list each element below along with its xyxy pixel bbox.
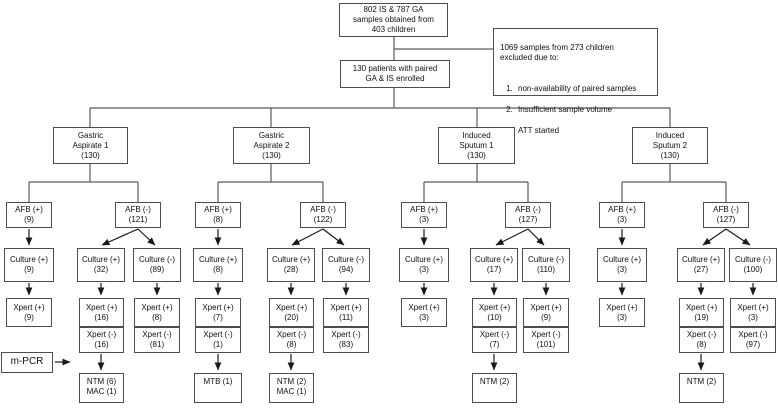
ga1-afbneg-culture-negative-box: Culture (-) (89) — [133, 248, 181, 282]
ga1-cultureneg-xpert-positive-box: Xpert (+) (8) — [134, 298, 180, 327]
ga1-afb-negative-box: AFB (-) (121) — [115, 202, 161, 228]
is1-culturepos-xpert-negative-box: Xpert (-) (7) — [472, 327, 517, 353]
is2-afbneg-culture-positive-box: Culture (+) (27) — [677, 248, 725, 282]
connector-group-ga2 — [214, 164, 350, 371]
ga2-afbpos-xpert-negative-box: Xpert (-) (1) — [195, 327, 241, 353]
ga2-ntm-mac-box: NTM (2) MAC (1) — [269, 373, 314, 403]
is1-cultureneg-xpert-negative-box: Xpert (-) (101) — [523, 327, 569, 353]
excluded-reasons-list: non-availability of paired samples Insuf… — [500, 74, 652, 147]
connector-group-top — [89, 37, 671, 127]
ga1-culturepos-xpert-positive-box: Xpert (+) (16) — [79, 298, 124, 327]
is1-culturepos-xpert-positive-box: Xpert (+) (10) — [472, 298, 517, 327]
enrolled-box: 130 patients with paired GA & IS enrolle… — [340, 60, 450, 88]
is2-title-box: Induced Sputum 2 (130) — [632, 127, 708, 164]
ga2-afb-negative-box: AFB (-) (122) — [300, 202, 346, 228]
is2-afbneg-culture-negative-box: Culture (-) (100) — [729, 248, 777, 282]
is1-afbneg-culture-positive-box: Culture (+) (17) — [470, 248, 518, 282]
ga2-afbneg-culture-negative-box: Culture (-) (94) — [322, 248, 370, 282]
is2-afb-positive-box: AFB (+) (3) — [599, 202, 645, 228]
ga1-title-box: Gastric Aspirate 1 (130) — [53, 127, 128, 164]
excluded-heading: 1069 samples from 273 children excluded … — [500, 43, 614, 62]
ga2-title-box: Gastric Aspirate 2 (130) — [233, 127, 310, 164]
is2-culturepos-xpert-positive-box: Xpert (+) (19) — [679, 298, 724, 327]
ga2-culturepos-xpert-positive-box: Xpert (+) (20) — [269, 298, 314, 327]
ga2-culturepos-xpert-negative-box: Xpert (-) (8) — [269, 327, 314, 353]
is2-cultureneg-xpert-negative-box: Xpert (-) (97) — [730, 327, 776, 353]
ga1-afbneg-culture-positive-box: Culture (+) (32) — [77, 248, 125, 282]
is2-ntm-box: NTM (2) — [679, 373, 724, 403]
excluded-reason-3: ATT started — [515, 126, 652, 136]
ga1-culturepos-xpert-negative-box: Xpert (-) (16) — [79, 327, 124, 353]
ga2-afb-positive-box: AFB (+) (8) — [195, 202, 241, 228]
is2-cultureneg-xpert-positive-box: Xpert (+) (3) — [730, 298, 776, 327]
ga2-mtb-box: MTB (1) — [194, 373, 242, 403]
excluded-reason-2: Insufficient sample volume — [515, 105, 652, 115]
mpcr-box: m-PCR — [1, 352, 53, 373]
samples-obtained-box: 802 IS & 787 GA samples obtained from 40… — [339, 3, 448, 37]
ga2-afbpos-xpert-positive-box: Xpert (+) (7) — [195, 298, 241, 327]
ga1-ntm-mac-box: NTM (6) MAC (1) — [79, 373, 124, 403]
is1-afb-negative-box: AFB (-) (127) — [505, 202, 551, 228]
ga1-cultureneg-xpert-negative-box: Xpert (-) (81) — [134, 327, 180, 353]
connector-group-ga1 — [25, 164, 161, 371]
is1-cultureneg-xpert-positive-box: Xpert (+) (9) — [523, 298, 569, 327]
is2-afbpos-culture-positive-box: Culture (+) (3) — [597, 248, 647, 282]
is1-ntm-box: NTM (2) — [472, 373, 517, 403]
ga2-cultureneg-xpert-positive-box: Xpert (+) (11) — [323, 298, 369, 327]
connector-group-is2 — [618, 164, 757, 371]
ga2-cultureneg-xpert-negative-box: Xpert (-) (83) — [323, 327, 369, 353]
connector-group-is1 — [420, 164, 550, 371]
ga2-afbneg-culture-positive-box: Culture (+) (28) — [267, 248, 315, 282]
is1-afbpos-culture-positive-box: Culture (+) (3) — [399, 248, 449, 282]
excluded-samples-box: 1069 samples from 273 children excluded … — [493, 28, 658, 135]
is1-afb-positive-box: AFB (+) (3) — [401, 202, 447, 228]
ga1-afb-positive-box: AFB (+) (9) — [6, 202, 52, 228]
ga1-afbpos-culture-positive-box: Culture (+) (9) — [4, 248, 54, 282]
ga2-afbpos-culture-positive-box: Culture (+) (8) — [193, 248, 243, 282]
is2-afbpos-xpert-positive-box: Xpert (+) (3) — [599, 298, 645, 327]
is1-afbneg-culture-negative-box: Culture (-) (110) — [522, 248, 570, 282]
is2-afb-negative-box: AFB (-) (127) — [703, 202, 749, 228]
is1-title-box: Induced Sputum 1 (130) — [438, 127, 515, 164]
is1-afbpos-xpert-positive-box: Xpert (+) (3) — [401, 298, 447, 327]
excluded-reason-1: non-availability of paired samples — [515, 84, 652, 94]
ga1-afbpos-xpert-positive-box: Xpert (+) (9) — [6, 298, 52, 327]
is2-culturepos-xpert-negative-box: Xpert (-) (8) — [679, 327, 724, 353]
